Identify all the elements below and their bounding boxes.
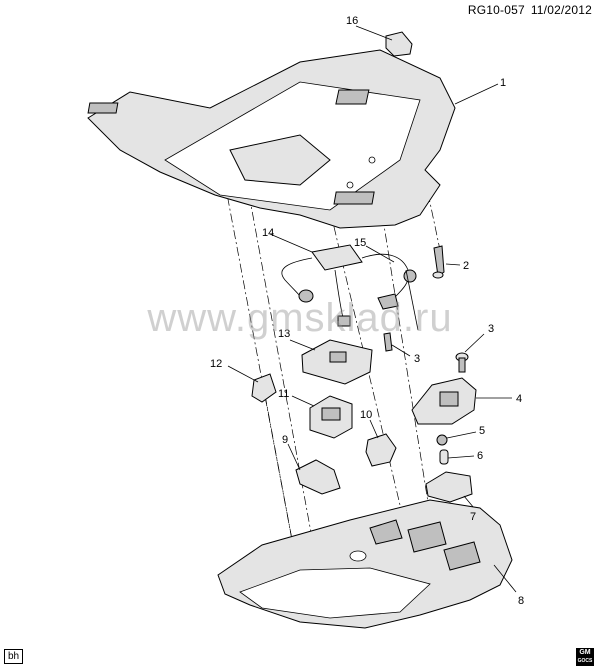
part-3-screw-a	[383, 332, 411, 357]
callout-12: 12	[210, 358, 222, 370]
part-11-switch-module	[291, 395, 353, 439]
callout-10: 10	[360, 409, 372, 421]
callout-15: 15	[354, 237, 366, 249]
callout-3a: 3	[488, 323, 494, 335]
part-10-lamp-module	[365, 419, 397, 467]
callout-14: 14	[262, 227, 274, 239]
part-1-upper-frame	[87, 49, 456, 229]
corner-label: bh	[4, 649, 24, 664]
callout-4: 4	[516, 393, 522, 405]
diagram-header: RG10-057 11/02/2012	[462, 3, 592, 17]
callout-11: 11	[278, 388, 289, 400]
callout-5: 5	[479, 425, 485, 437]
callout-9: 9	[282, 434, 288, 446]
callout-3b: 3	[414, 353, 420, 365]
callout-16: 16	[346, 15, 358, 27]
diagram-date: 11/02/2012	[530, 3, 592, 17]
callout-8: 8	[518, 595, 524, 607]
callout-7: 7	[470, 511, 476, 523]
part-12-clip	[227, 365, 277, 403]
gm-logo: GM GOCS	[576, 648, 594, 666]
part-5-socket	[436, 431, 477, 446]
diagram-id: RG10-057	[467, 3, 525, 17]
callout-6: 6	[477, 450, 483, 462]
callout-labels: 16 1 2 14 15 3 13 3 12 4 11 10 5 6 9 7 8	[210, 15, 524, 607]
part-9-bracket	[287, 443, 341, 495]
callout-1: 1	[500, 77, 506, 89]
part-2-screw	[432, 245, 461, 279]
part-14-harness-module	[269, 233, 363, 327]
part-4-lamp-housing	[411, 377, 512, 425]
callout-2: 2	[463, 260, 469, 272]
part-16-clip	[355, 25, 413, 57]
part-15-harness	[361, 245, 419, 331]
part-6-bulb	[439, 449, 475, 465]
leader-1	[454, 83, 499, 105]
gm-logo-text: GM	[579, 649, 591, 656]
part-13-bracket	[289, 339, 373, 385]
part-7-lens	[425, 471, 475, 509]
part-3-screw-b	[455, 333, 485, 373]
gm-logo-sub: GOCS	[577, 658, 593, 664]
part-8-lower-housing	[217, 499, 517, 629]
callout-13: 13	[278, 328, 290, 340]
